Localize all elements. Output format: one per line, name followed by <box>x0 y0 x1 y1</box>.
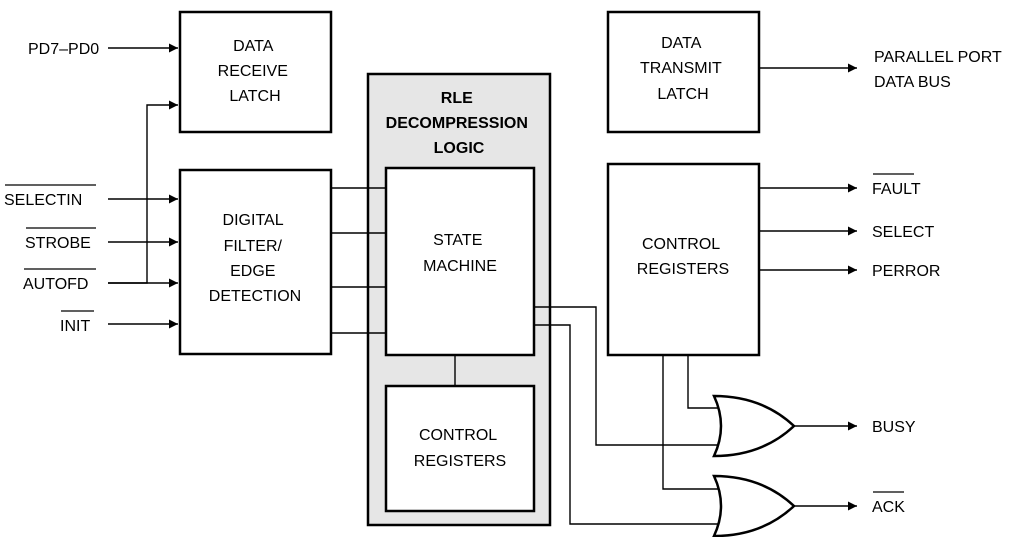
ctrl-to-or1-wire <box>687 355 722 409</box>
busy-label: BUSY <box>872 419 916 436</box>
state-machine-label: STATE MACHINE <box>423 232 497 275</box>
init-label: INIT <box>60 318 90 335</box>
selectin-label: SELECTIN <box>4 192 82 209</box>
ack-label: ACK <box>872 499 905 516</box>
autofd-to-latch-wire <box>108 100 178 284</box>
or-gate-ack <box>712 474 796 537</box>
inner-control-registers-label: CONTROL REGISTERS <box>414 427 506 470</box>
data-receive-latch-block <box>178 10 333 134</box>
digital-filter-label: DIGITAL FILTER/ EDGE DETECTION <box>209 212 301 305</box>
ctrl-to-or2-wire <box>662 355 722 490</box>
rle-logic-label: RLE DECOMPRESSION LOGIC <box>386 90 533 157</box>
data-receive-latch-label: DATA RECEIVE LATCH <box>218 38 293 105</box>
inner-control-registers-block <box>384 384 536 513</box>
strobe-label: STROBE <box>25 235 91 252</box>
select-label: SELECT <box>872 224 934 241</box>
state-machine-block <box>384 166 536 357</box>
autofd-label: AUTOFD <box>23 276 88 293</box>
control-registers-label: CONTROL REGISTERS <box>637 236 729 278</box>
sm-to-or1-wire <box>534 306 722 446</box>
sm-to-or2-wire <box>534 324 722 525</box>
parallel-port-label: PARALLEL PORT DATA BUS <box>874 49 1006 91</box>
perror-label: PERROR <box>872 263 940 280</box>
control-registers-block <box>606 162 761 357</box>
data-transmit-latch-block <box>606 10 761 134</box>
digital-filter-block <box>178 168 333 356</box>
pd7-pd0-label: PD7–PD0 <box>28 41 99 58</box>
data-transmit-latch-label: DATA TRANSMIT LATCH <box>640 35 726 103</box>
or-gate-busy <box>712 394 796 458</box>
fault-label: FAULT <box>872 181 921 198</box>
